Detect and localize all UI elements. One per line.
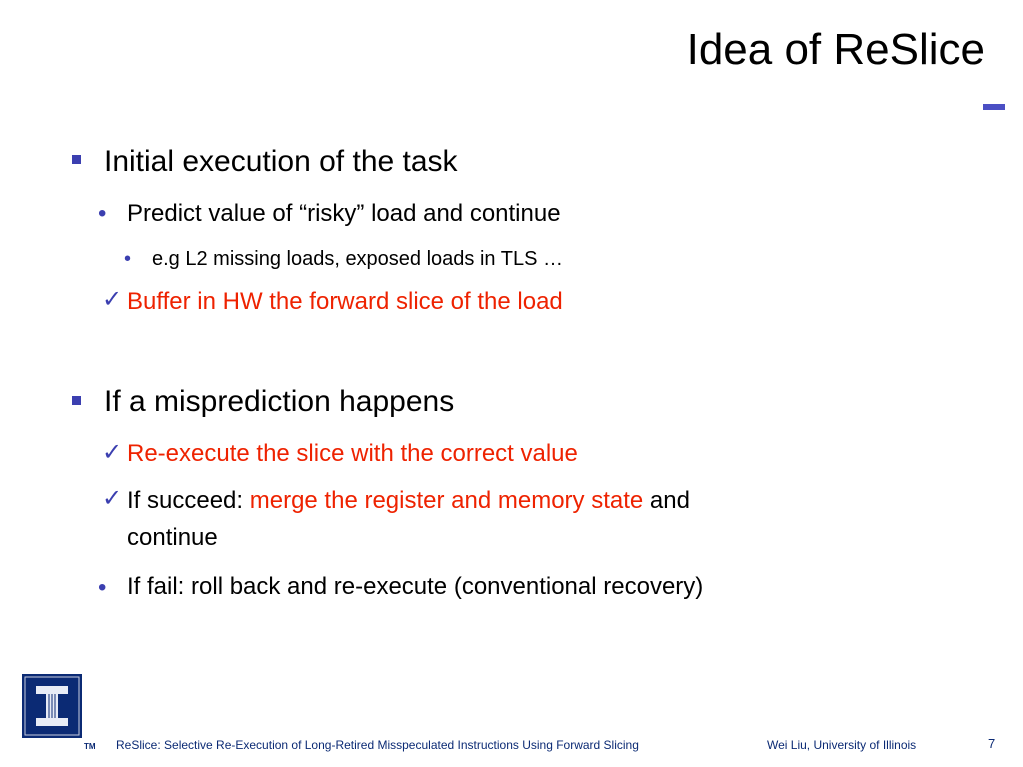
checkmark-icon: ✓: [102, 438, 123, 466]
bullet-if-succeed: If succeed: merge the register and memor…: [127, 487, 690, 515]
dot-bullet-icon: •: [98, 200, 107, 227]
square-bullet-icon: [72, 155, 81, 164]
checkmark-icon: ✓: [102, 285, 123, 313]
page-number: 7: [988, 736, 996, 751]
bullet-predict-value: Predict value of “risky” load and contin…: [127, 200, 561, 227]
bullet-misprediction: If a misprediction happens: [104, 385, 455, 418]
if-succeed-suffix: and: [643, 487, 690, 514]
dot-bullet-icon: •: [98, 574, 107, 601]
bullet-reexecute-slice: Re-execute the slice with the correct va…: [127, 440, 578, 467]
slide-title: Idea of ReSlice: [686, 25, 985, 74]
dot-bullet-icon: •: [124, 248, 132, 270]
merge-state-highlight: merge the register and memory state: [249, 487, 644, 514]
square-bullet-icon: [72, 396, 81, 405]
footer-author: Wei Liu, University of Illinois: [767, 738, 917, 752]
bullet-if-succeed-continuation: continue: [127, 524, 218, 551]
bullet-if-fail: If fail: roll back and re-execute (conve…: [127, 573, 704, 600]
bullet-buffer-forward-slice: Buffer in HW the forward slice of the lo…: [127, 288, 563, 315]
checkmark-icon: ✓: [102, 484, 123, 512]
trademark-label: TM: [84, 742, 96, 751]
block-i-icon: [22, 674, 82, 738]
if-succeed-prefix: If succeed:: [127, 487, 250, 514]
bullet-initial-execution: Initial execution of the task: [104, 145, 458, 178]
bullet-l2-missing-loads: e.g L2 missing loads, exposed loads in T…: [152, 248, 563, 270]
university-logo-icon: [22, 674, 82, 738]
footer-paper-title: ReSlice: Selective Re-Execution of Long-…: [116, 738, 639, 752]
